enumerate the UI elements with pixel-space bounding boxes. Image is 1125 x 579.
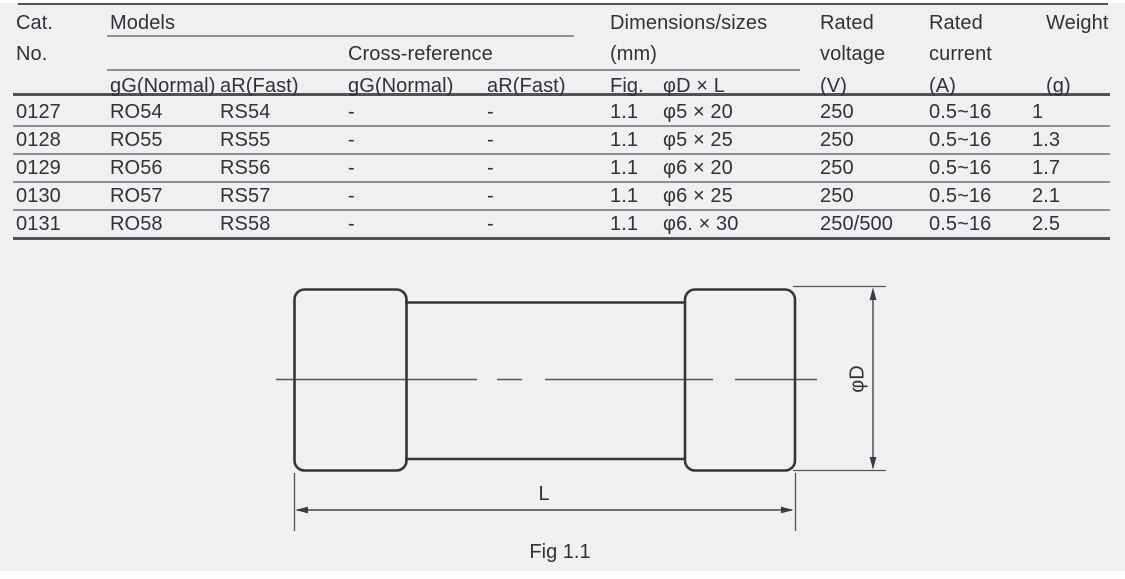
page-edge-top [0, 0, 1125, 3]
table-cell: 2.5 [1032, 213, 1061, 235]
table-cell: 1.1 [610, 157, 639, 179]
row-separator-line [13, 209, 1110, 211]
table-cell: - [348, 129, 355, 151]
table-cell: 250/500 [820, 213, 893, 235]
fuse-right-cap [683, 288, 797, 472]
table-cell: 0131 [16, 213, 61, 235]
row-separator-line [13, 153, 1110, 155]
table-cell: 0.5~16 [929, 101, 992, 123]
row-separator-line [13, 125, 1110, 127]
models-underline [107, 35, 574, 37]
table-cell: 0130 [16, 185, 61, 207]
table-top-border [18, 3, 1108, 5]
table-cell: - [348, 157, 355, 179]
subheader-gg-models: gG(Normal) [110, 75, 216, 97]
table-cell: RO55 [110, 129, 163, 151]
subheader-ar-cross: aR(Fast) [487, 75, 566, 97]
table-cell: 1.7 [1032, 157, 1061, 179]
table-cell: 0.5~16 [929, 129, 992, 151]
table-cell: 2.1 [1032, 185, 1061, 207]
table-cell: RS55 [220, 129, 271, 151]
table-cell: 0127 [16, 101, 61, 123]
table-cell: 1.1 [610, 185, 639, 207]
table-cell: 250 [820, 157, 854, 179]
table-cell: φ5 × 25 [663, 129, 733, 151]
table-cell: - [487, 213, 494, 235]
header-current-unit: (A) [929, 75, 956, 97]
figure-caption: Fig 1.1 [529, 541, 591, 563]
header-dimensions: Dimensions/sizes [610, 12, 768, 34]
table-cell: RS57 [220, 185, 271, 207]
length-label: L [538, 483, 549, 505]
table-cell: φ6 × 20 [663, 157, 733, 179]
table-cell: RO57 [110, 185, 163, 207]
table-cell: 1.1 [610, 213, 639, 235]
header-voltage-unit: (V) [820, 75, 847, 97]
cross-reference-underline [107, 69, 800, 71]
table-cell: φ6 × 25 [663, 185, 733, 207]
subheader-gg-cross: gG(Normal) [348, 75, 454, 97]
arrow-right-icon [781, 506, 794, 514]
table-cell: 1.1 [610, 129, 639, 151]
fuse-left-cap [293, 288, 408, 472]
table-cell: - [487, 157, 494, 179]
header-dimensions-unit: (mm) [610, 43, 658, 65]
header-rated-current: Rated [929, 12, 983, 34]
header-weight: Weight [1046, 12, 1109, 34]
table-cell: - [348, 213, 355, 235]
header-weight-unit: (g) [1046, 75, 1071, 97]
table-bottom-border [13, 237, 1110, 240]
table-cell: φ6. × 30 [663, 213, 739, 235]
table-cell: 250 [820, 101, 854, 123]
arrow-down-icon [869, 457, 877, 470]
subheader-d-x-l: φD × L [663, 75, 725, 97]
table-cell: RO56 [110, 157, 163, 179]
arrow-left-icon [295, 506, 308, 514]
table-cell: 1 [1032, 101, 1044, 123]
table-cell: RO58 [110, 213, 163, 235]
table-cell: - [348, 101, 355, 123]
header-cat: Cat. [16, 12, 54, 34]
table-cell: - [487, 129, 494, 151]
table-cell: φ5 × 20 [663, 101, 733, 123]
subheader-fig: Fig. [610, 75, 644, 97]
row-separator-line [13, 181, 1110, 183]
header-separator-line [13, 93, 1110, 96]
header-rated-current-2: current [929, 43, 992, 65]
table-cell: - [348, 185, 355, 207]
page-edge-bottom [0, 571, 1125, 579]
table-cell: RS56 [220, 157, 271, 179]
header-cross-reference: Cross-reference [348, 43, 493, 65]
table-cell: 0.5~16 [929, 157, 992, 179]
table-cell: RO54 [110, 101, 163, 123]
table-cell: 0129 [16, 157, 61, 179]
arrow-up-icon [869, 287, 877, 300]
table-cell: - [487, 185, 494, 207]
header-models: Models [110, 12, 176, 34]
table-cell: 0128 [16, 129, 61, 151]
table-cell: RS54 [220, 101, 271, 123]
table-cell: 1.3 [1032, 129, 1061, 151]
table-cell: 1.1 [610, 101, 639, 123]
header-rated-voltage: Rated [820, 12, 874, 34]
table-cell: RS58 [220, 213, 271, 235]
table-cell: 250 [820, 129, 854, 151]
table-cell: 0.5~16 [929, 213, 992, 235]
subheader-ar-models: aR(Fast) [220, 75, 299, 97]
table-cell: 0.5~16 [929, 185, 992, 207]
header-cat-no: No. [16, 43, 48, 65]
header-rated-voltage-2: voltage [820, 43, 886, 65]
table-cell: 250 [820, 185, 854, 207]
diameter-label: φD [846, 365, 868, 392]
table-cell: - [487, 101, 494, 123]
